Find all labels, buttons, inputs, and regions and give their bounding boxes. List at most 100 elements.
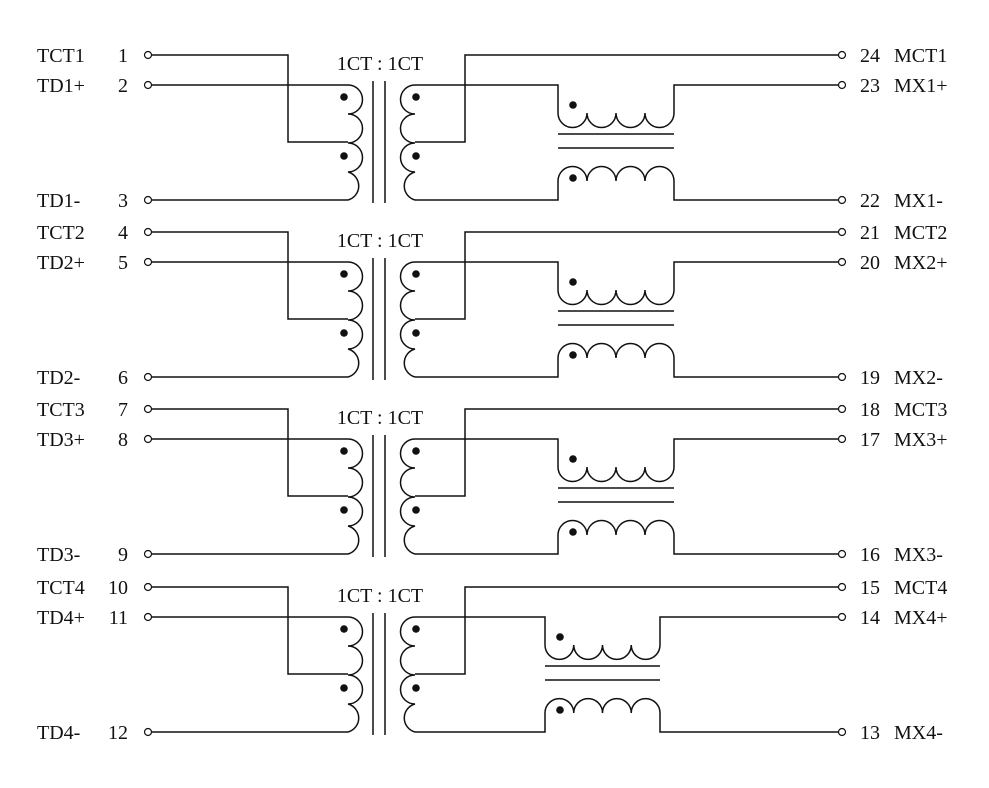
right-pin-number: 17 [860,429,880,451]
choke-lower-winding [557,342,675,359]
left-signal-name: TD2- [37,367,80,389]
pin-terminal [837,549,847,559]
wire-center-tap-left [152,231,348,320]
primary-winding [347,616,364,733]
secondary-winding [399,261,416,378]
left-pin-number: 8 [118,429,128,451]
left-pin-number: 3 [118,190,128,212]
polarity-dot [569,174,577,182]
left-signal-name: TD4- [37,722,80,744]
pin-terminal [143,372,153,382]
left-signal-name: TCT4 [37,577,85,599]
right-pin-number: 15 [860,577,880,599]
right-pin-number: 23 [860,75,880,97]
pin-terminal [837,80,847,90]
left-pin-number: 7 [118,399,128,421]
polarity-dot [569,101,577,109]
wire-negative-right [415,358,559,378]
secondary-winding [399,84,416,201]
choke-upper-winding [557,466,675,483]
polarity-dot [556,706,564,714]
pin-terminal [143,195,153,205]
pin-terminal [143,727,153,737]
right-pin-number: 20 [860,252,880,274]
pin-terminal [837,372,847,382]
pin-terminal [143,612,153,622]
left-pin-number: 6 [118,367,128,389]
wire-center-tap-left [152,586,348,675]
pin-terminal [143,227,153,237]
right-signal-name: MX4- [894,722,943,744]
left-signal-name: TD4+ [37,607,85,629]
polarity-dot [412,625,420,633]
polarity-dot [412,506,420,514]
wire-positive-right [415,261,559,290]
left-signal-name: TD3- [37,544,80,566]
pin-terminal [143,80,153,90]
wire-positive-right [415,84,559,113]
turns-ratio-label: 1CT : 1CT [337,407,423,429]
polarity-dot [340,270,348,278]
pin-terminal [837,612,847,622]
pin-terminal [143,549,153,559]
wire-center-tap-right [415,54,838,143]
left-pin-number: 10 [108,577,128,599]
left-pin-number: 12 [108,722,128,744]
wire-negative-out [659,713,838,733]
right-signal-name: MCT1 [894,45,947,67]
choke-lower-winding [557,519,675,536]
wire-positive-out [673,261,838,290]
polarity-dot [569,455,577,463]
pin-terminal [837,50,847,60]
polarity-dot [340,329,348,337]
polarity-dot [412,270,420,278]
left-pin-number: 2 [118,75,128,97]
choke-upper-winding [557,289,675,306]
right-signal-name: MX3+ [894,429,948,451]
choke-upper-winding [557,112,675,129]
pin-terminal [837,195,847,205]
left-signal-name: TD3+ [37,429,85,451]
right-signal-name: MX1- [894,190,943,212]
pin-terminal [837,227,847,237]
polarity-dot [340,152,348,160]
polarity-dot [340,684,348,692]
primary-winding [347,261,364,378]
polarity-dot [340,506,348,514]
wire-center-tap-right [415,408,838,497]
right-pin-number: 16 [860,544,880,566]
choke-lower-winding [557,165,675,182]
polarity-dot [340,447,348,455]
polarity-dot [340,625,348,633]
wire-positive-right [415,438,559,467]
right-pin-number: 19 [860,367,880,389]
turns-ratio-label: 1CT : 1CT [337,53,423,75]
right-signal-name: MX2+ [894,252,948,274]
wire-negative-out [673,358,838,378]
left-signal-name: TD2+ [37,252,85,274]
wire-positive-right [415,616,546,645]
turns-ratio-label: 1CT : 1CT [337,230,423,252]
right-pin-number: 13 [860,722,880,744]
wire-negative-right [415,713,546,733]
wire-center-tap-right [415,586,838,675]
pin-terminal [837,582,847,592]
pin-terminal [837,257,847,267]
right-pin-number: 18 [860,399,880,421]
wire-center-tap-right [415,231,838,320]
right-pin-number: 22 [860,190,880,212]
polarity-dot [569,528,577,536]
right-signal-name: MX1+ [894,75,948,97]
polarity-dot [569,278,577,286]
right-signal-name: MX4+ [894,607,948,629]
wire-center-tap-left [152,408,348,497]
pin-terminal [143,50,153,60]
wire-positive-out [659,616,838,645]
right-signal-name: MCT2 [894,222,947,244]
wire-negative-out [673,181,838,201]
